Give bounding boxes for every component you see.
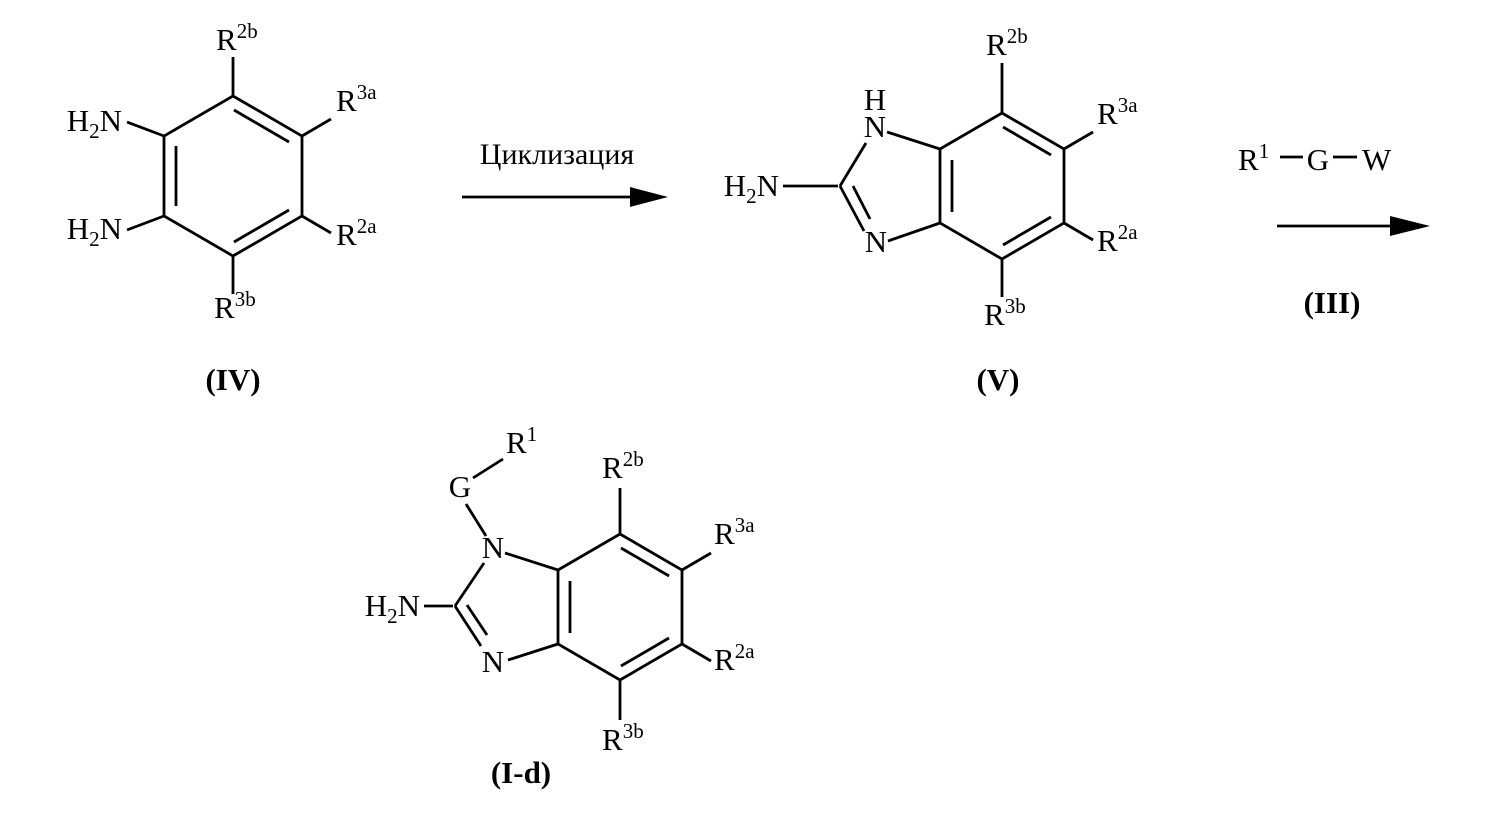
double-bond <box>620 636 670 668</box>
bond <box>507 642 559 662</box>
substituent-r2b-label: R2b <box>986 24 1028 62</box>
bond <box>301 214 332 235</box>
substituent-r2a-label: R2a <box>336 214 377 252</box>
reagent-w-label: W <box>1362 142 1392 177</box>
benzene-ring <box>162 94 304 258</box>
substituent-r2a-label: R2a <box>714 639 755 677</box>
substituent-r3a-label: R3a <box>336 80 377 118</box>
arrow-head-icon <box>1390 216 1430 236</box>
bond <box>504 551 559 572</box>
amino-group-label: H2N <box>67 211 122 251</box>
reagent-r1-g-w: R1 G W <box>1238 139 1392 177</box>
nh-hydrogen-label: H <box>864 82 886 117</box>
compound-iii-label: (III) <box>1304 285 1361 320</box>
amino-group-label: H2N <box>724 168 779 208</box>
bond <box>681 551 712 572</box>
bond <box>301 117 332 138</box>
substituent-r3b-label: R3b <box>214 287 256 325</box>
bond <box>464 503 488 537</box>
compound-id-structure: R1 G N H2N N R2b R3a R2a R3b (I-d) <box>365 422 755 790</box>
substituent-r3b-label: R3b <box>602 719 644 757</box>
substituent-r3b-label: R3b <box>984 294 1026 332</box>
ring-nitrogen-n1-label: N <box>864 109 886 144</box>
substituent-r1-label: R1 <box>506 422 537 460</box>
reaction-arrow-2: (III) <box>1277 216 1430 320</box>
bond <box>453 605 483 647</box>
benzene-ring <box>556 532 684 682</box>
bond <box>838 142 868 187</box>
amino-group-label: H2N <box>67 103 122 143</box>
substituent-r3a-label: R3a <box>1097 93 1138 131</box>
double-bond <box>465 604 489 636</box>
ring-nitrogen-n3-label: N <box>482 644 504 679</box>
compound-v-structure: H2N H N N R2b R3a R2a R3b (V) <box>724 24 1138 397</box>
bond <box>838 185 866 232</box>
bond <box>126 120 165 138</box>
ring-nitrogen-n1-label: N <box>482 530 504 565</box>
bond <box>1063 130 1094 151</box>
double-bond <box>1002 125 1052 157</box>
bond <box>1063 221 1094 242</box>
substituent-r2a-label: R2a <box>1097 220 1138 258</box>
substituent-r2b-label: R2b <box>216 19 258 57</box>
bond <box>472 457 504 480</box>
double-bond <box>233 208 290 244</box>
benzene-ring <box>938 111 1066 261</box>
reaction-condition-label: Циклизация <box>480 138 635 171</box>
arrow-head-icon <box>630 187 668 207</box>
bond <box>887 221 941 243</box>
compound-v-label: (V) <box>976 362 1019 397</box>
substituent-r2b-label: R2b <box>602 447 644 485</box>
bond <box>126 214 165 232</box>
double-bond <box>1002 215 1052 247</box>
reagent-r1-label: R1 <box>1238 139 1269 177</box>
reagent-g-label: G <box>1307 142 1329 177</box>
compound-iv-label: (IV) <box>205 362 260 397</box>
reaction-arrow-cyclization: Циклизация <box>462 138 668 207</box>
compound-iv-structure: H2N H2N R2b R3a R2a R3b (IV) <box>67 19 377 397</box>
double-bond <box>233 108 290 144</box>
bond <box>453 562 486 607</box>
compound-id-label: (I-d) <box>491 755 551 790</box>
substituent-r3a-label: R3a <box>714 513 755 551</box>
bond <box>681 642 712 663</box>
bond <box>886 130 941 151</box>
linker-g-label: G <box>449 469 471 504</box>
double-bond <box>851 185 872 220</box>
ring-nitrogen-n3-label: N <box>865 224 887 259</box>
amino-group-label: H2N <box>365 588 420 628</box>
double-bond <box>620 546 670 578</box>
